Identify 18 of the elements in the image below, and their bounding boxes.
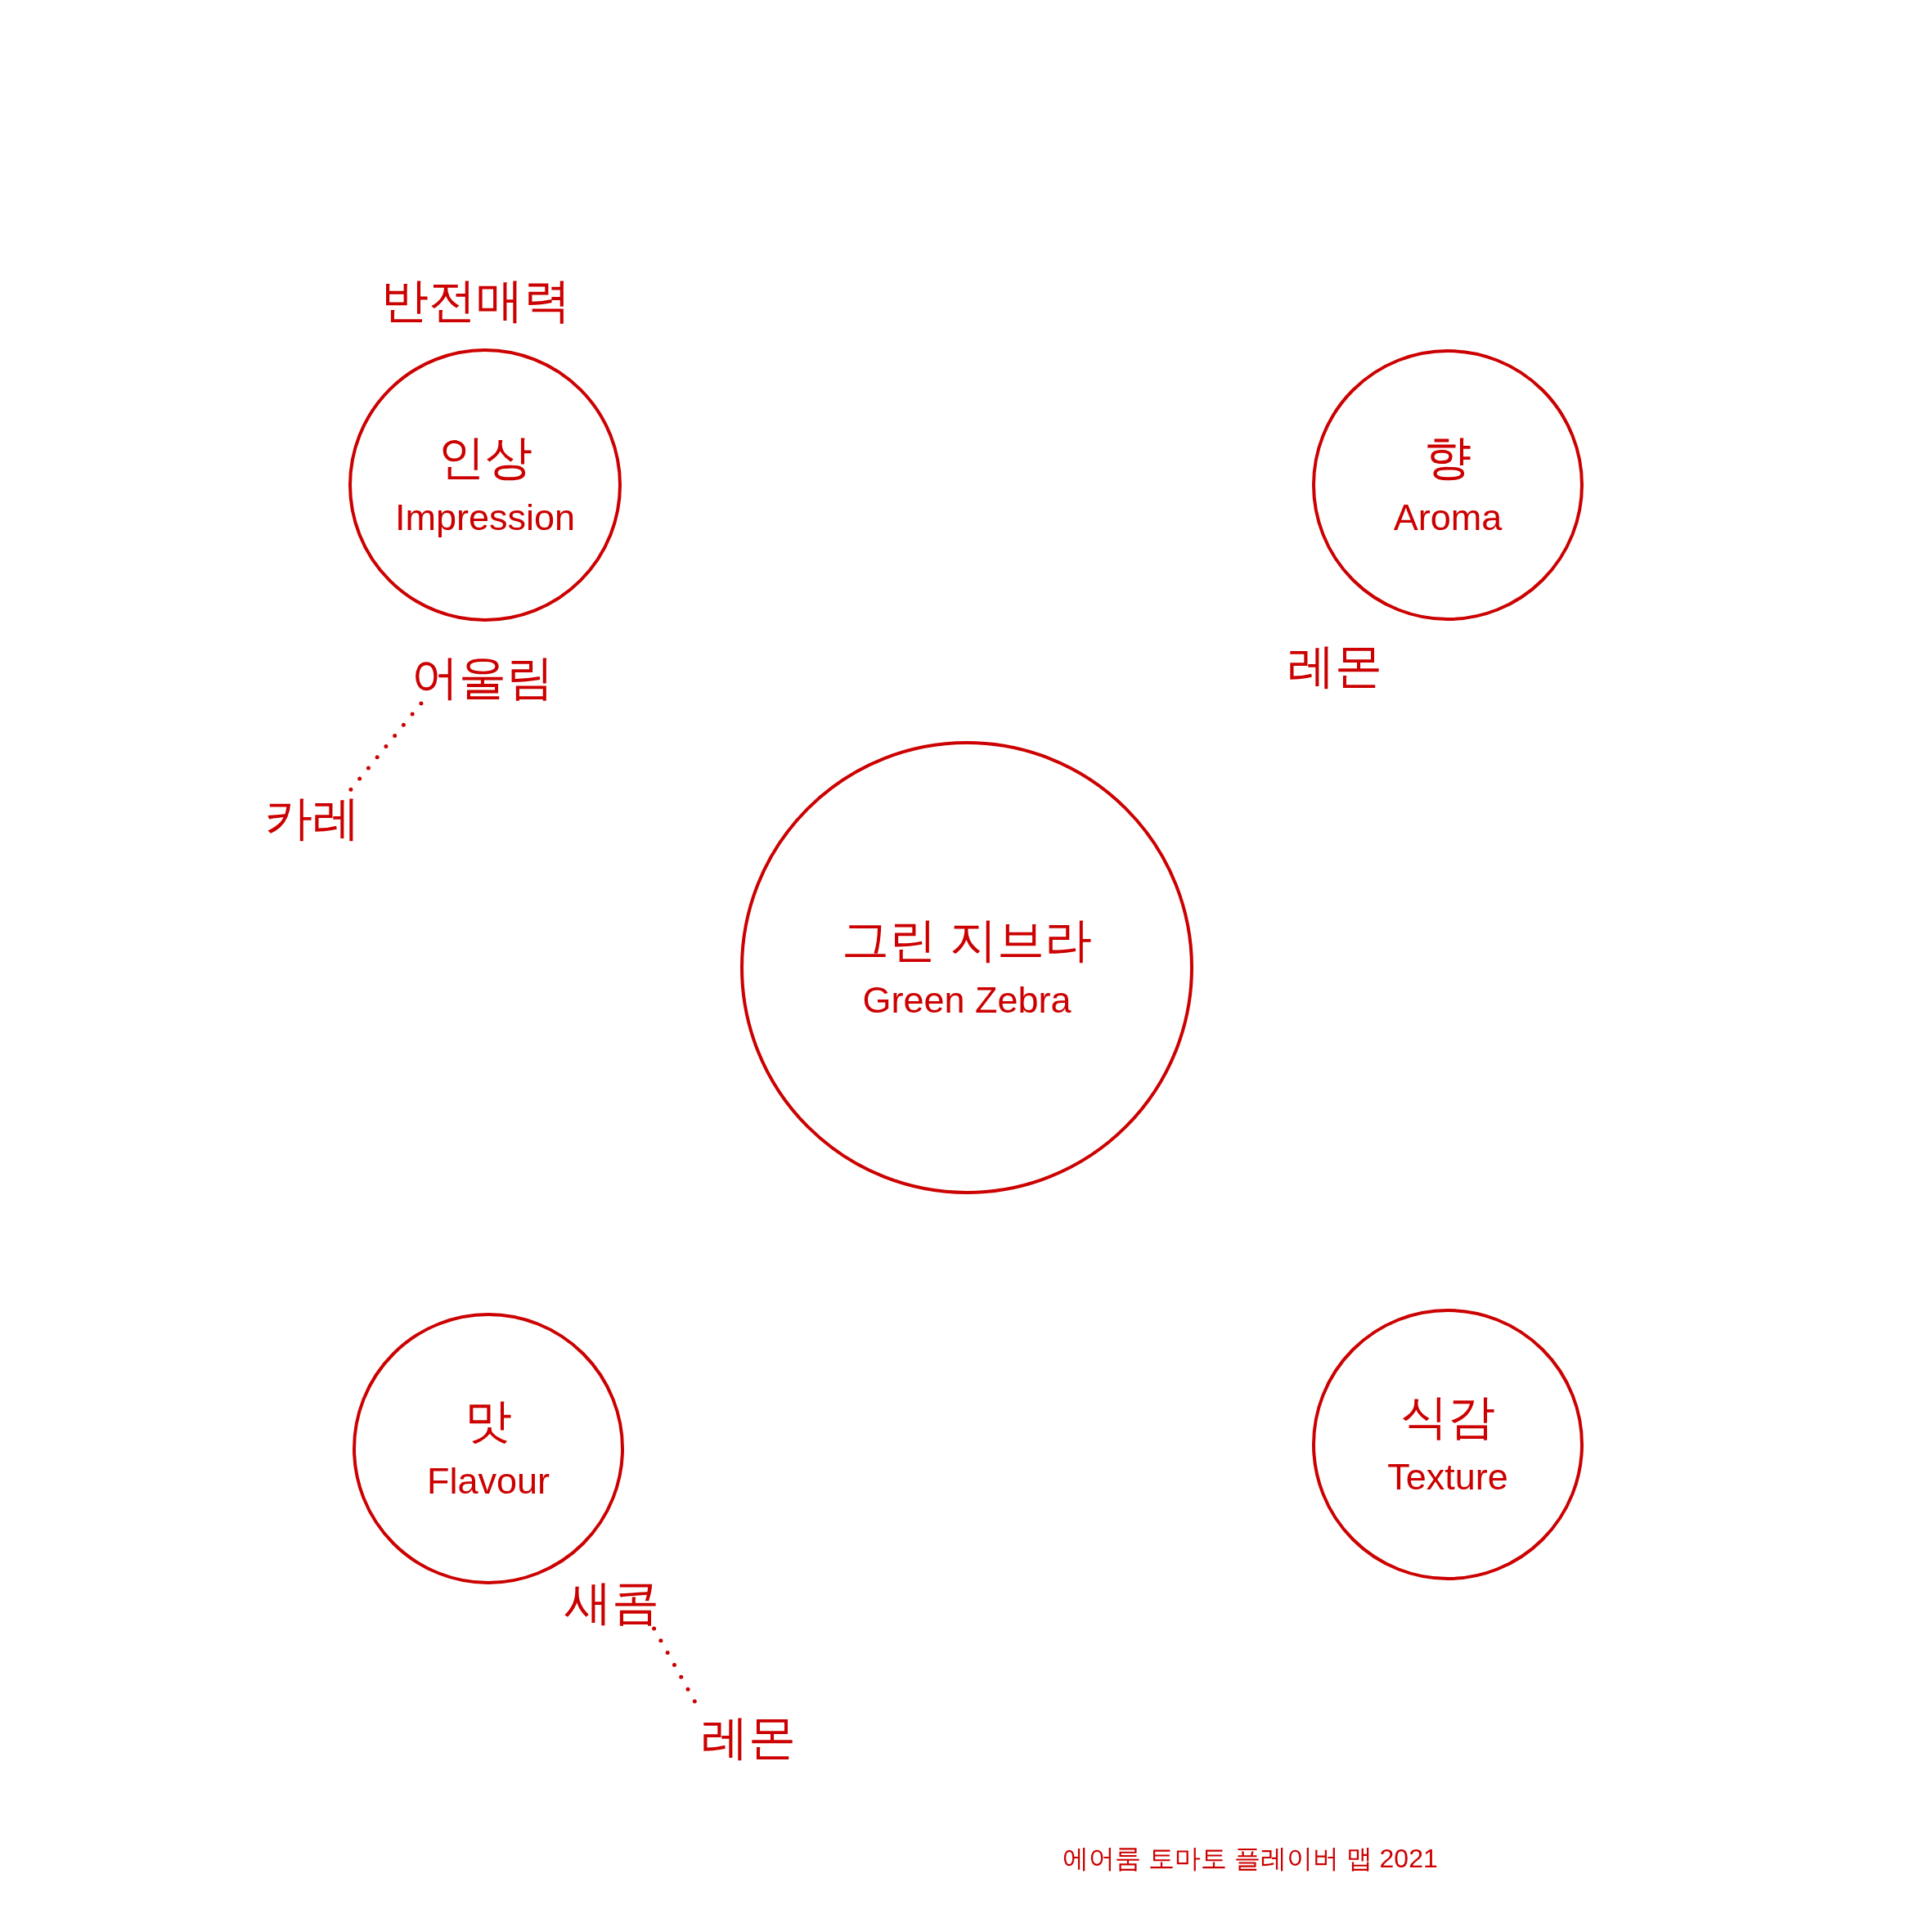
keyword-label: 레몬: [701, 1711, 796, 1764]
keyword-label: 레몬: [1287, 640, 1382, 692]
circle-title: 맛: [465, 1395, 512, 1447]
keyword-label: 카레: [265, 792, 360, 844]
circle-title: 식감: [1400, 1391, 1495, 1443]
circle-subtitle: Green Zebra: [862, 980, 1072, 1021]
circle-subtitle: Flavour: [426, 1461, 550, 1502]
circle-subtitle: Impression: [394, 497, 576, 538]
circle-title: 그린 지브라: [841, 914, 1093, 966]
footer-note: 에어룸 토마토 플레이버 맵 2021: [1063, 1844, 1438, 1874]
circle-title: 인상: [438, 431, 532, 483]
keyword-label: 반전매력: [381, 274, 571, 326]
keyword-label: 어울림: [411, 651, 554, 703]
dotted-line: [347, 701, 424, 794]
circle-subtitle: Texture: [1387, 1457, 1508, 1498]
circle-title: 향: [1424, 431, 1471, 483]
circle-subtitle: Aroma: [1393, 497, 1503, 538]
keyword-label: 새콤: [564, 1576, 659, 1629]
